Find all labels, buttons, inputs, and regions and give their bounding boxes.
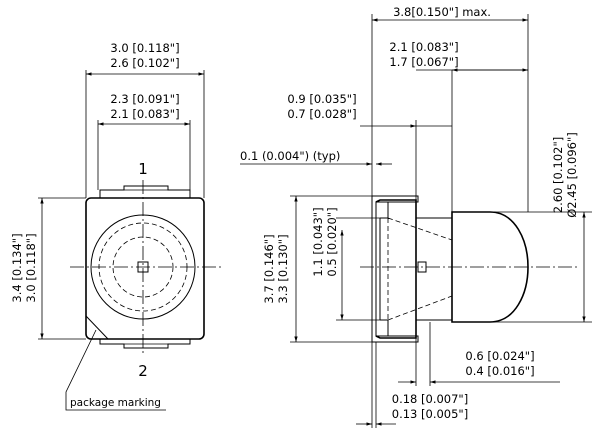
- front-view: 1 2 3.0 [0.118"] 2.6 [0.102"] 2.3 [0.091…: [10, 41, 222, 411]
- base-width-line1: 0.6 [0.024"]: [465, 349, 534, 363]
- lens-length-line2: 1.7 [0.067"]: [389, 55, 458, 69]
- side-view: 3.8[0.150"] max. 2.1 [0.083"] 1.7 [0.067…: [240, 5, 592, 428]
- lead-thickness-label: 0.1 (0.004") (typ): [240, 149, 340, 163]
- package-marking-leader: [65, 329, 166, 411]
- body-height-line2: 3.3 [0.130"]: [276, 234, 290, 303]
- lead-spacing-line2: 0.13 [0.005"]: [392, 407, 468, 421]
- front-top-pad: [99, 185, 191, 198]
- outer-width-line1: 3.0 [0.118"]: [110, 41, 179, 55]
- side-body-inner: [380, 202, 389, 336]
- package-marking-label: package marking: [70, 397, 161, 409]
- lead-offset-line1: 0.9 [0.035"]: [287, 92, 356, 106]
- cathode-chamfer: [85, 315, 109, 340]
- die-offset-line2: 0.5 [0.020"]: [325, 207, 339, 276]
- inner-width-line1: 2.3 [0.091"]: [110, 92, 179, 106]
- front-bottom-pad: [99, 339, 191, 349]
- body-height-line1: 3.7 [0.146"]: [262, 234, 276, 303]
- side-reflector: [387, 217, 453, 321]
- height-line1: 3.4 [0.134"]: [10, 233, 24, 302]
- base-width-line2: 0.4 [0.016"]: [465, 364, 534, 378]
- inner-width-line2: 2.1 [0.083"]: [110, 107, 179, 121]
- side-lens-housing: [416, 217, 452, 321]
- outer-width-line2: 2.6 [0.102"]: [110, 56, 179, 70]
- lens-length-line1: 2.1 [0.083"]: [389, 40, 458, 54]
- side-body: [375, 199, 417, 339]
- pin1-label: 1: [138, 160, 148, 178]
- die-offset-line1: 1.1 [0.043"]: [311, 207, 325, 276]
- total-length-label: 3.8[0.150"] max.: [393, 5, 491, 19]
- lead-spacing-line1: 0.18 [0.007"]: [392, 392, 468, 406]
- lead-offset-line2: 0.7 [0.028"]: [287, 107, 356, 121]
- reflector-circle: [112, 236, 174, 298]
- front-body: [85, 197, 205, 340]
- pin2-label: 2: [138, 362, 148, 380]
- lens-diameter-line2: Ø2.45 [0.096"]: [565, 132, 579, 218]
- lens-diameter-line1: 2.60 [0.102"]: [551, 137, 565, 213]
- height-line2: 3.0 [0.118"]: [24, 233, 38, 302]
